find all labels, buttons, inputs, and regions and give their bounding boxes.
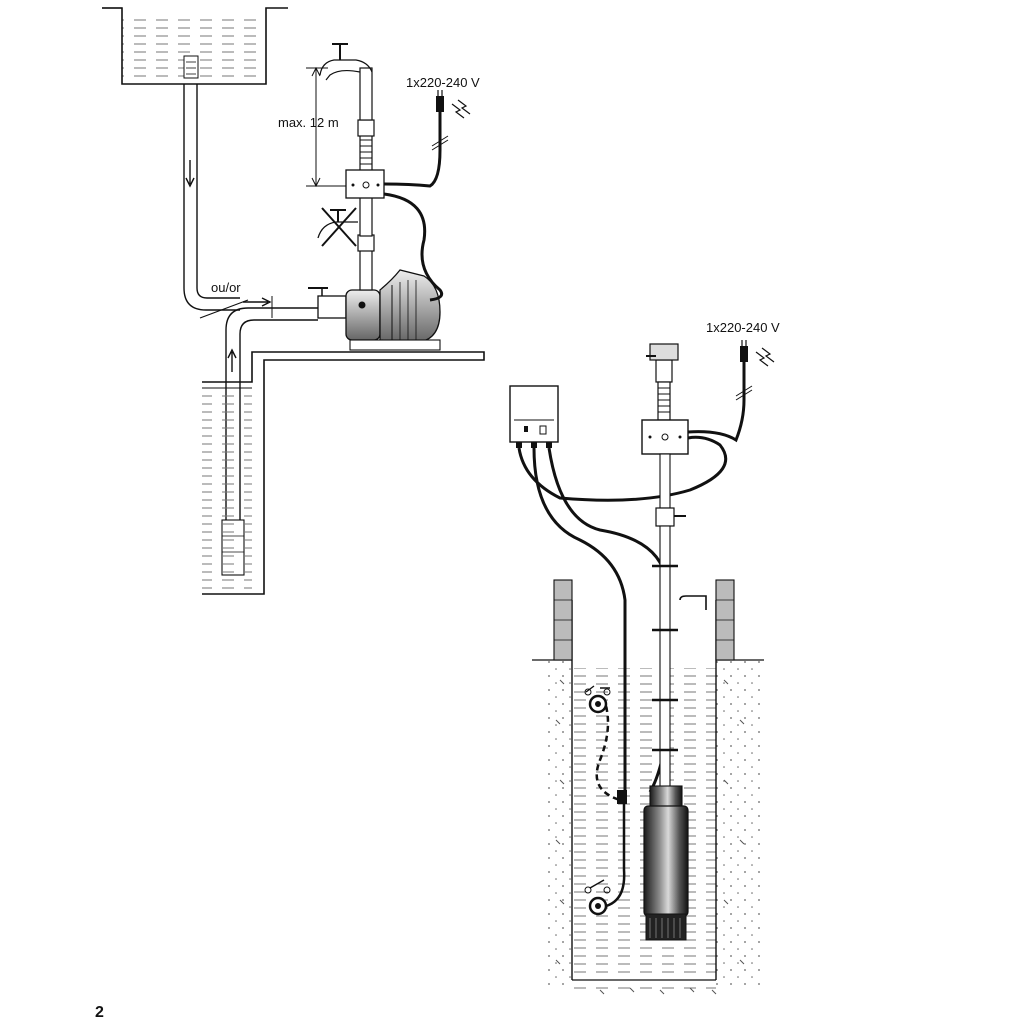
voltage-label-top: 1x220-240 V	[406, 75, 480, 90]
suction-pipe-tank	[183, 84, 240, 311]
max-height-label: max. 12 m	[278, 115, 339, 130]
right-power-cable	[687, 340, 775, 443]
float-switch-upper	[584, 685, 627, 804]
well-head	[553, 579, 735, 661]
ground-marks	[555, 679, 745, 995]
rising-main	[641, 343, 707, 797]
crossed-out-tap	[317, 207, 358, 247]
left-power-cable	[383, 90, 471, 302]
submersible-pump	[643, 785, 689, 941]
page-number: 2	[95, 1004, 104, 1021]
or-divider	[199, 299, 249, 319]
or-label: ou/or	[211, 280, 241, 295]
float-switch-lower	[584, 804, 626, 916]
voltage-label-right: 1x220-240 V	[706, 320, 780, 335]
upper-tank	[102, 7, 288, 85]
jet-pump	[308, 269, 441, 351]
control-box	[509, 385, 559, 448]
discharge-column	[319, 43, 385, 291]
left-well	[202, 351, 485, 595]
max-height-dimension	[306, 66, 346, 188]
